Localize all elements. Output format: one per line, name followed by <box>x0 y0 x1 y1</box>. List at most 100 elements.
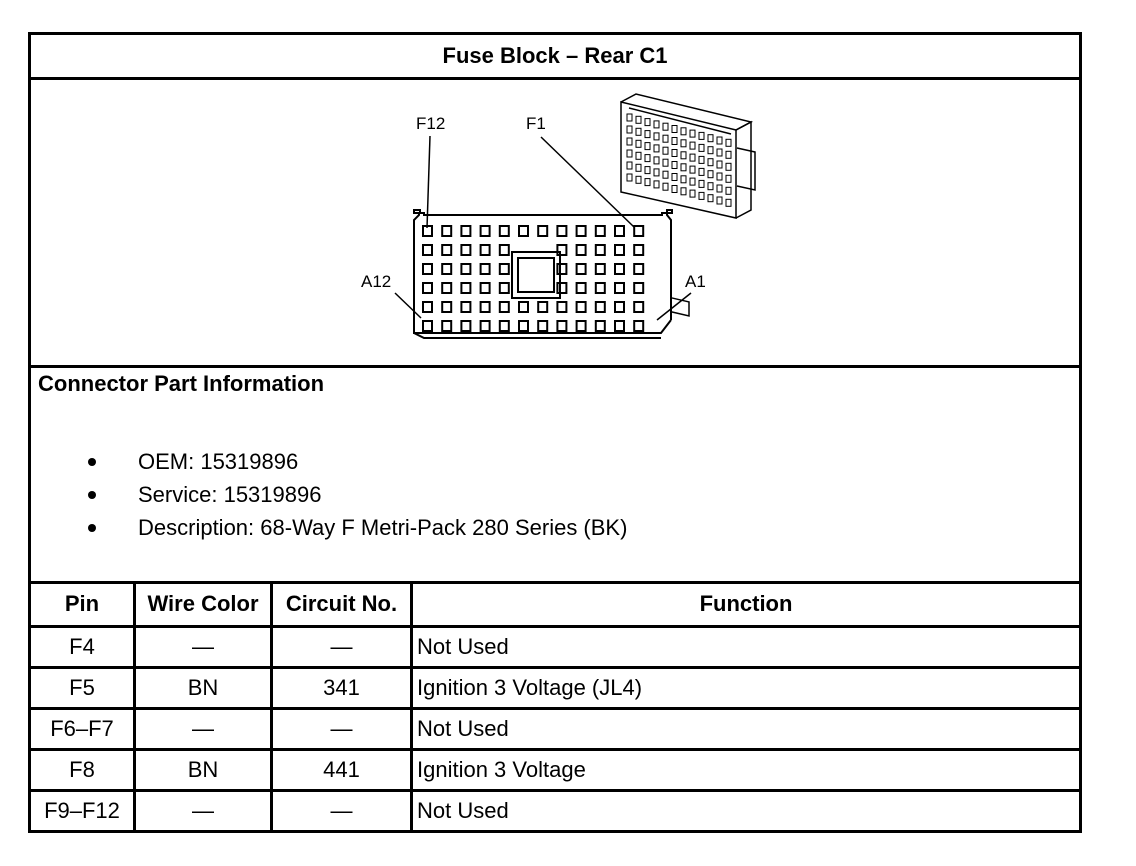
row-divider <box>31 666 1079 669</box>
connector-info-list: OEM: 15319896 Service: 15319896 Descript… <box>83 445 627 544</box>
center-key-inner <box>517 257 555 293</box>
header-wire-color: Wire Color <box>147 591 259 616</box>
iso-pin-cavity <box>689 141 696 150</box>
cell-function: Ignition 3 Voltage <box>417 757 586 782</box>
iso-pin-cavity <box>671 137 678 145</box>
pin-cavity <box>498 301 510 313</box>
cell-pin: F5 <box>69 675 95 700</box>
iso-pin-cavity <box>626 137 633 146</box>
pin-cavity <box>479 282 491 294</box>
pin-cavity <box>614 320 625 332</box>
pin-cavity <box>479 320 491 332</box>
iso-pin-cavity <box>662 122 669 131</box>
pin-cavity <box>518 225 529 237</box>
cell-function: Ignition 3 Voltage (JL4) <box>417 675 643 700</box>
pin-cavity <box>422 320 433 332</box>
pin-cavity <box>498 244 510 256</box>
pin-cavity <box>633 225 645 237</box>
connector-diagram: F12 F1 A12 A1 <box>31 80 1079 365</box>
list-item: Description: 68-Way F Metri-Pack 280 Ser… <box>83 511 627 544</box>
iso-pin-cavity <box>662 170 669 179</box>
pin-cavity <box>479 263 491 275</box>
table-top-border <box>31 581 1079 584</box>
pin-cavity <box>594 301 606 313</box>
pin-cavity <box>460 244 472 256</box>
iso-pin-cavity <box>644 142 651 151</box>
iso-pin-cavity <box>644 166 651 175</box>
sheet-title: Fuse Block – Rear C1 <box>442 43 668 68</box>
iso-pin-cavity <box>698 179 705 188</box>
pin-cavity <box>633 301 645 313</box>
iso-pin-cavity <box>689 165 696 174</box>
iso-pin-cavity <box>653 180 660 189</box>
pin-cavity <box>441 244 453 256</box>
pin-cavity <box>479 225 491 237</box>
pin-cavity <box>556 320 568 332</box>
label-a12: A12 <box>361 272 391 291</box>
pin-cavity <box>537 320 549 332</box>
cell-wire-color: — <box>192 716 214 741</box>
pin-cavity <box>460 263 472 275</box>
iso-pin-cavity <box>716 172 723 181</box>
iso-pin-cavity <box>707 134 714 143</box>
iso-pin-cavity <box>725 186 732 195</box>
pin-cavity <box>614 263 625 275</box>
diagram-divider <box>31 365 1079 368</box>
pin-cavity <box>556 301 568 313</box>
leader-a12 <box>394 292 422 319</box>
pin-cavity <box>594 263 606 275</box>
cell-pin: F6–F7 <box>50 716 114 741</box>
connector-face-illustration: F12 F1 A12 A1 <box>361 93 756 339</box>
pin-cavity <box>441 263 453 275</box>
pin-cavity <box>422 301 433 313</box>
header-pin: Pin <box>64 591 100 616</box>
iso-pin-cavity <box>689 129 696 138</box>
pin-cavity <box>537 301 549 313</box>
pin-cavity <box>594 320 606 332</box>
pin-cavity <box>460 320 472 332</box>
header-function: Function <box>699 591 793 616</box>
cell-function: Not Used <box>417 798 509 823</box>
iso-pin-cavity <box>635 151 642 160</box>
pin-cavity <box>575 320 587 332</box>
iso-pin-cavity <box>662 182 669 191</box>
pin-cavity <box>594 282 606 294</box>
pin-cavity <box>498 282 510 294</box>
iso-pin-cavity <box>716 184 723 193</box>
column-divider <box>270 581 273 830</box>
iso-pin-cavity <box>707 182 714 191</box>
iso-pin-cavity <box>653 168 660 177</box>
iso-pin-cavity <box>698 191 705 200</box>
pin-cavity <box>556 282 568 294</box>
cell-wire-color: — <box>192 634 214 659</box>
service-number: Service: 15319896 <box>138 482 322 507</box>
pin-cavity <box>556 244 568 256</box>
label-a1: A1 <box>685 272 706 291</box>
iso-pin-cavity <box>626 125 633 134</box>
pin-cavity <box>441 225 453 237</box>
label-f1: F1 <box>526 114 546 133</box>
iso-pin-cavity <box>707 170 714 179</box>
iso-pin-cavity <box>680 175 687 184</box>
bullet-icon <box>88 458 96 466</box>
connector-isometric-view <box>620 93 756 317</box>
iso-pin-cavity <box>680 139 687 148</box>
label-f12: F12 <box>416 114 445 133</box>
iso-pin-cavity <box>698 155 705 164</box>
pin-cavity <box>479 301 491 313</box>
pin-cavity <box>460 225 472 237</box>
iso-pin-cavity <box>626 173 633 182</box>
pin-cavity <box>614 225 625 237</box>
connector-base <box>413 319 672 339</box>
iso-pin-cavity <box>689 153 696 162</box>
iso-pin-cavity <box>689 189 696 198</box>
iso-pin-cavity <box>716 196 723 205</box>
pin-cavity <box>614 282 625 294</box>
iso-pin-cavity <box>698 167 705 176</box>
row-divider <box>31 625 1079 628</box>
row-divider <box>31 707 1079 710</box>
oem-number: OEM: 15319896 <box>138 449 299 474</box>
pin-cavity <box>422 244 433 256</box>
pin-cavity <box>498 320 510 332</box>
iso-pin-cavity <box>653 132 660 141</box>
